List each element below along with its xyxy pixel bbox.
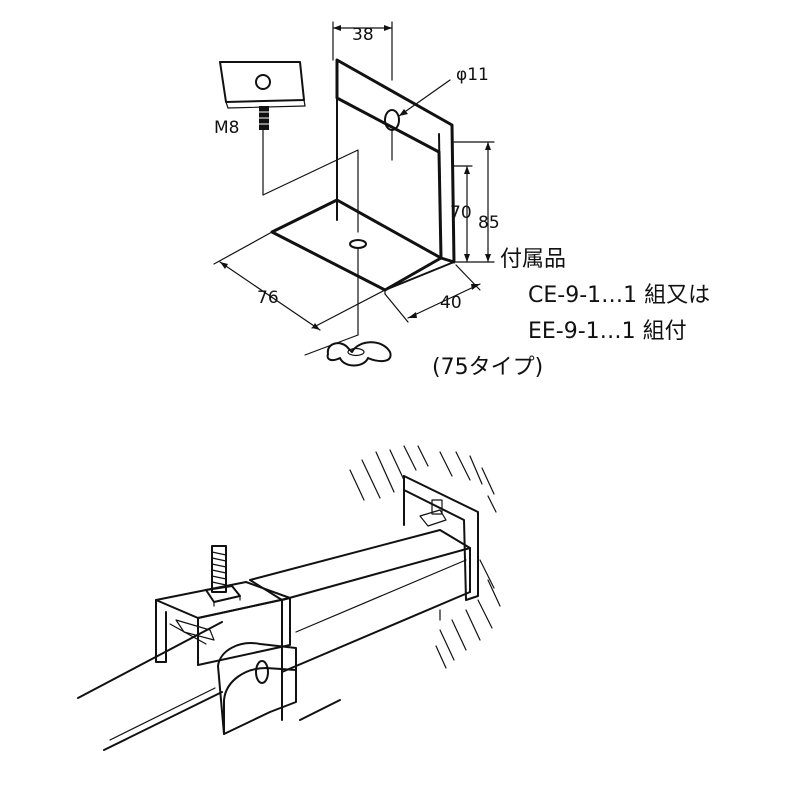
label-inner-height: 70 [450, 203, 472, 223]
wall-hatching [349, 445, 501, 669]
rail [249, 529, 471, 721]
dim-top-width: 38 [332, 21, 393, 81]
dim-base-length: 76 [213, 231, 386, 331]
l-bracket-drawing: M8 [213, 21, 500, 367]
wing-nut [326, 341, 392, 367]
label-base-depth: 40 [440, 293, 462, 313]
square-nut [219, 61, 306, 109]
accessories-line-2: EE-9-1…1 組付 [528, 319, 687, 344]
label-top-width: 38 [352, 25, 374, 45]
dim-hole-diameter: φ11 [398, 65, 489, 117]
label-outer-height: 85 [478, 213, 500, 233]
label-hole-diameter: φ11 [456, 65, 489, 85]
pipe [77, 621, 341, 751]
label-base-length: 76 [257, 288, 279, 308]
wall-bracket [403, 475, 479, 601]
pipe-clamp [155, 581, 297, 735]
threaded-rod [205, 545, 241, 607]
accessories-heading: 付属品 [500, 247, 566, 272]
m8-stud [259, 106, 269, 130]
accessories-line-1: CE-9-1…1 組又は [528, 283, 710, 308]
installation-illustration [77, 445, 501, 751]
accessories-line-3: (75タイプ) [432, 355, 543, 380]
dim-base-depth: 40 [384, 264, 481, 323]
dim-heights: 70 85 [450, 141, 500, 263]
accessories-note: 付属品 CE-9-1…1 組又は EE-9-1…1 組付 (75タイプ) [432, 247, 710, 380]
label-bolt-m8: M8 [214, 118, 239, 138]
base-plate [270, 198, 455, 295]
